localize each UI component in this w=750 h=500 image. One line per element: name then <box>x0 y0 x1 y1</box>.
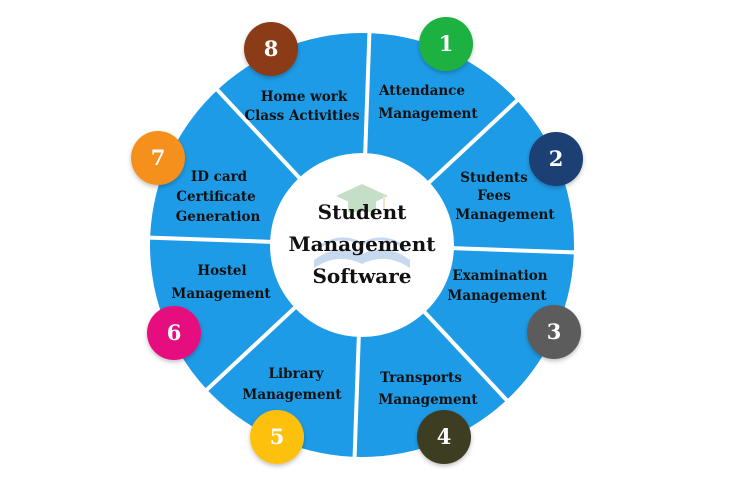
badge-7-circle <box>131 131 185 185</box>
segment-divider <box>415 302 511 405</box>
segment-divider <box>202 298 305 394</box>
badge-3-circle <box>527 305 581 359</box>
segment-1-label-line-2: Management <box>378 106 478 122</box>
badge-5-number: 5 <box>270 424 285 449</box>
center-title-line-2: Management <box>289 232 437 256</box>
badge-6: 6 <box>147 306 201 360</box>
center-title: Student Management Software <box>289 200 437 288</box>
badge-2-number: 2 <box>549 146 564 171</box>
segment-4-label-line-2: Management <box>378 392 478 408</box>
segment-7-label-line-3: Generation <box>176 209 261 225</box>
badge-8-number: 8 <box>264 36 279 61</box>
badge-3-number: 3 <box>547 319 562 344</box>
center-title-line-1: Student <box>318 200 407 224</box>
segment-5-label-line-2: Management <box>242 387 342 403</box>
segment-divider <box>419 96 522 192</box>
segment-8-label-line-1: Home work <box>261 89 348 105</box>
badge-1: 1 <box>419 17 473 71</box>
segment-2-label-line-1: Students <box>460 170 528 186</box>
segment-2-label-line-3: Management <box>455 207 555 223</box>
badge-2: 2 <box>529 132 583 186</box>
segment-6-label-line-1: Hostel <box>197 263 246 279</box>
badge-4-number: 4 <box>437 424 452 449</box>
badge-5-circle <box>250 410 304 464</box>
badge-1-circle <box>419 17 473 71</box>
badge-7: 7 <box>131 131 185 185</box>
badge-3: 3 <box>527 305 581 359</box>
badge-1-number: 1 <box>439 31 454 56</box>
center-circle <box>270 153 454 337</box>
badge-4: 4 <box>417 410 471 464</box>
segment-7-label-line-1: ID card <box>191 169 248 185</box>
graduation-cap-book-logo <box>314 184 410 268</box>
segment-6: Hostel Management <box>171 263 271 302</box>
segment-7: ID card Certificate Generation <box>176 169 261 225</box>
segment-8-label-line-2: Class Activities <box>244 108 360 124</box>
segment-divider <box>352 324 362 461</box>
segment-5: Library Management <box>242 366 342 403</box>
segment-6-label-line-2: Management <box>171 286 271 302</box>
center-title-line-3: Software <box>312 264 411 288</box>
segment-dividers <box>146 29 578 461</box>
segment-1: Attendance Management <box>378 83 478 122</box>
segment-3-label-line-2: Management <box>447 288 547 304</box>
segment-4: Transports Management <box>378 370 478 408</box>
badge-8-circle <box>244 22 298 76</box>
segment-5-label-line-1: Library <box>269 366 325 382</box>
segment-divider <box>213 85 309 188</box>
badge-7-number: 7 <box>151 145 166 170</box>
segment-3-label-line-1: Examination <box>452 268 547 284</box>
badge-6-number: 6 <box>167 320 182 345</box>
segment-4-label-line-1: Transports <box>380 370 462 386</box>
segment-1-label-line-1: Attendance <box>378 83 465 99</box>
badge-5: 5 <box>250 410 304 464</box>
badge-4-circle <box>417 410 471 464</box>
segment-2-label-line-2: Fees <box>477 188 511 204</box>
segment-2: Students Fees Management <box>455 170 555 223</box>
segment-divider <box>362 29 372 166</box>
segment-divider <box>146 235 283 245</box>
segment-divider <box>441 245 578 255</box>
badge-6-circle <box>147 306 201 360</box>
badge-8: 8 <box>244 22 298 76</box>
segment-8: Home work Class Activities <box>244 89 360 124</box>
segment-3: Examination Management <box>447 268 547 304</box>
segment-7-label-line-2: Certificate <box>176 189 255 205</box>
badge-2-circle <box>529 132 583 186</box>
